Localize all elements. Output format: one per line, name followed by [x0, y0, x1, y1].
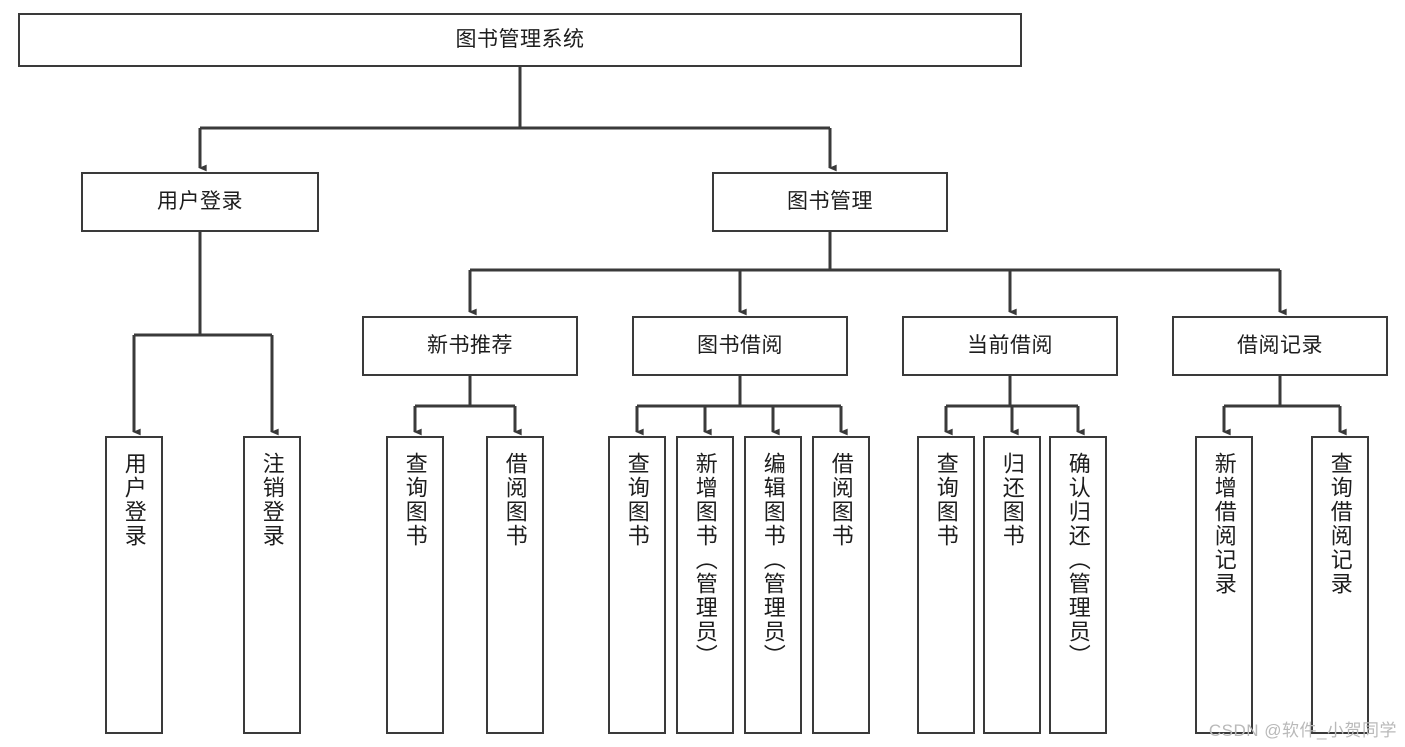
node-leaf-edit-book[interactable]: 编辑图书（管理员）	[744, 436, 802, 734]
node-new-book-recommend-label: 新书推荐	[427, 333, 513, 357]
node-leaf-logout[interactable]: 注销登录	[243, 436, 301, 734]
node-leaf-query-book-1-label: 查询图书	[402, 452, 428, 548]
node-leaf-return-book-label: 归还图书	[999, 452, 1025, 548]
node-current-borrow-label: 当前借阅	[967, 333, 1053, 357]
node-book-borrow-label: 图书借阅	[697, 333, 783, 357]
node-user-login-label: 用户登录	[157, 189, 243, 213]
node-book-manage-label: 图书管理	[787, 189, 873, 213]
node-leaf-query-book-2[interactable]: 查询图书	[608, 436, 666, 734]
node-root[interactable]: 图书管理系统	[18, 13, 1022, 67]
node-root-label: 图书管理系统	[455, 27, 585, 51]
node-leaf-query-book-1[interactable]: 查询图书	[386, 436, 444, 734]
node-leaf-user-login-label: 用户登录	[121, 452, 147, 548]
node-leaf-query-record-label: 查询借阅记录	[1327, 452, 1353, 596]
node-leaf-query-book-3-label: 查询图书	[933, 452, 959, 548]
node-leaf-query-book-2-label: 查询图书	[624, 452, 650, 548]
node-leaf-query-record[interactable]: 查询借阅记录	[1311, 436, 1369, 734]
node-leaf-confirm-return-label: 确认归还（管理员）	[1065, 452, 1091, 668]
node-leaf-borrow-book-1[interactable]: 借阅图书	[486, 436, 544, 734]
node-current-borrow[interactable]: 当前借阅	[902, 316, 1118, 376]
node-leaf-borrow-book-2[interactable]: 借阅图书	[812, 436, 870, 734]
node-leaf-add-book[interactable]: 新增图书（管理员）	[676, 436, 734, 734]
node-leaf-logout-label: 注销登录	[259, 452, 285, 548]
node-borrow-record-label: 借阅记录	[1237, 333, 1323, 357]
node-leaf-add-record[interactable]: 新增借阅记录	[1195, 436, 1253, 734]
node-leaf-edit-book-label: 编辑图书（管理员）	[760, 452, 786, 668]
node-leaf-user-login[interactable]: 用户登录	[105, 436, 163, 734]
node-leaf-add-record-label: 新增借阅记录	[1211, 452, 1237, 596]
node-book-borrow[interactable]: 图书借阅	[632, 316, 848, 376]
node-borrow-record[interactable]: 借阅记录	[1172, 316, 1388, 376]
node-leaf-return-book[interactable]: 归还图书	[983, 436, 1041, 734]
node-book-manage[interactable]: 图书管理	[712, 172, 948, 232]
watermark-text: CSDN @软件_小贺同学	[1208, 721, 1397, 740]
node-leaf-add-book-label: 新增图书（管理员）	[692, 452, 718, 668]
node-new-book-recommend[interactable]: 新书推荐	[362, 316, 578, 376]
node-leaf-confirm-return[interactable]: 确认归还（管理员）	[1049, 436, 1107, 734]
node-leaf-query-book-3[interactable]: 查询图书	[917, 436, 975, 734]
node-leaf-borrow-book-1-label: 借阅图书	[502, 452, 528, 548]
node-leaf-borrow-book-2-label: 借阅图书	[828, 452, 854, 548]
node-user-login[interactable]: 用户登录	[81, 172, 319, 232]
